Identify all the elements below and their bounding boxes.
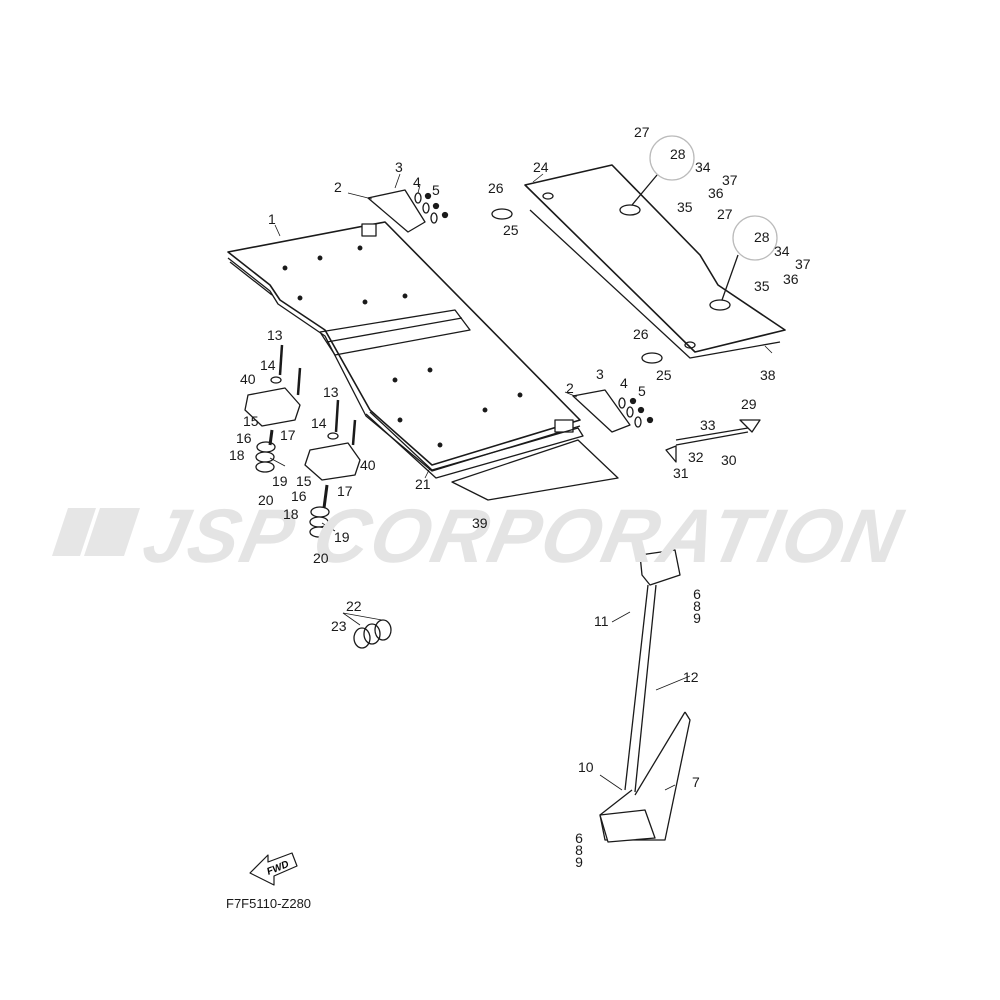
callout-36: 36 bbox=[708, 185, 724, 201]
callout-15: 15 bbox=[243, 413, 259, 429]
callout-6-8-9: 6 8 9 bbox=[692, 586, 702, 626]
callout-19: 19 bbox=[272, 473, 288, 489]
bushing-stack-part-18a bbox=[255, 429, 276, 473]
callout-6-8-9: 6 8 9 bbox=[574, 830, 584, 870]
callout-4: 4 bbox=[413, 174, 421, 190]
callout-25: 25 bbox=[656, 367, 672, 383]
mount-part-40b bbox=[304, 399, 361, 481]
callout-2: 2 bbox=[566, 380, 574, 396]
callout-17: 17 bbox=[280, 427, 296, 443]
callout-10: 10 bbox=[578, 759, 594, 775]
callout-21: 21 bbox=[415, 476, 431, 492]
callout-8: 8 bbox=[575, 842, 583, 858]
callout-18: 18 bbox=[283, 506, 299, 522]
nuts-part-5 bbox=[424, 192, 654, 424]
fwd-arrow-icon bbox=[249, 852, 298, 886]
hinge-bracket-part-2a bbox=[367, 189, 426, 233]
callout-2: 2 bbox=[334, 179, 342, 195]
callout-22: 22 bbox=[346, 598, 362, 614]
watermark-logo-icon bbox=[52, 508, 140, 556]
gas-strut-part-33 bbox=[665, 419, 761, 463]
panel-part-21 bbox=[365, 411, 584, 479]
mat-part-39 bbox=[451, 439, 619, 501]
callout-1: 1 bbox=[268, 211, 276, 227]
callout-25: 25 bbox=[503, 222, 519, 238]
callout-7: 7 bbox=[692, 774, 700, 790]
callout-16: 16 bbox=[236, 430, 252, 446]
callout-34: 34 bbox=[695, 159, 711, 175]
callout-40: 40 bbox=[240, 371, 256, 387]
callout-18: 18 bbox=[229, 447, 245, 463]
callout-33: 33 bbox=[700, 417, 716, 433]
callout-6: 6 bbox=[575, 830, 583, 846]
callout-20: 20 bbox=[258, 492, 274, 508]
callout-12: 12 bbox=[683, 669, 699, 685]
bumpers-part-22 bbox=[353, 619, 392, 649]
callout-37: 37 bbox=[795, 256, 811, 272]
callout-9: 9 bbox=[693, 610, 701, 626]
callout-40: 40 bbox=[360, 457, 376, 473]
callout-23: 23 bbox=[331, 618, 347, 634]
callout-30: 30 bbox=[721, 452, 737, 468]
callout-32: 32 bbox=[688, 449, 704, 465]
callout-15: 15 bbox=[296, 473, 312, 489]
callout-28: 28 bbox=[754, 229, 770, 245]
hinge-plate-part-25b bbox=[641, 352, 663, 364]
callout-26: 26 bbox=[633, 326, 649, 342]
callout-13: 13 bbox=[267, 327, 283, 343]
callout-19: 19 bbox=[334, 529, 350, 545]
hinge-plate-part-25a bbox=[491, 208, 513, 220]
callout-9: 9 bbox=[575, 854, 583, 870]
support-stay-assembly bbox=[599, 549, 691, 843]
callout-34: 34 bbox=[774, 243, 790, 259]
detail-circle-27a bbox=[649, 135, 695, 181]
callout-26: 26 bbox=[488, 180, 504, 196]
callout-35: 35 bbox=[677, 199, 693, 215]
callout-13: 13 bbox=[323, 384, 339, 400]
callout-8: 8 bbox=[693, 598, 701, 614]
callout-3: 3 bbox=[596, 366, 604, 382]
callout-5: 5 bbox=[432, 182, 440, 198]
callout-20: 20 bbox=[313, 550, 329, 566]
leader-lines bbox=[269, 173, 773, 791]
callout-16: 16 bbox=[291, 488, 307, 504]
bushing-stack-part-18b bbox=[309, 484, 330, 538]
callout-27: 27 bbox=[634, 124, 650, 140]
callout-31: 31 bbox=[673, 465, 689, 481]
callout-28: 28 bbox=[670, 146, 686, 162]
mount-part-40a bbox=[244, 344, 302, 427]
callout-6: 6 bbox=[693, 586, 701, 602]
callout-17: 17 bbox=[337, 483, 353, 499]
callout-3: 3 bbox=[395, 159, 403, 175]
callout-24: 24 bbox=[533, 159, 549, 175]
callout-35: 35 bbox=[754, 278, 770, 294]
watermark: JSP CORPORATION bbox=[40, 494, 980, 579]
callout-36: 36 bbox=[783, 271, 799, 287]
callout-14: 14 bbox=[311, 415, 327, 431]
callout-39: 39 bbox=[472, 515, 488, 531]
callout-29: 29 bbox=[741, 396, 757, 412]
callout-14: 14 bbox=[260, 357, 276, 373]
callout-5: 5 bbox=[638, 383, 646, 399]
callout-27: 27 bbox=[717, 206, 733, 222]
callout-38: 38 bbox=[760, 367, 776, 383]
lid-part-24 bbox=[524, 164, 786, 359]
watermark-text: JSP CORPORATION bbox=[135, 494, 911, 579]
callout-11: 11 bbox=[594, 613, 609, 629]
callout-4: 4 bbox=[620, 375, 628, 391]
detail-circle-27b bbox=[732, 215, 778, 261]
figure-code: F7F5110-Z280 bbox=[226, 896, 312, 911]
callout-37: 37 bbox=[722, 172, 738, 188]
hinge-bracket-part-2b bbox=[572, 389, 631, 433]
floor-panel-part-1 bbox=[227, 221, 581, 472]
